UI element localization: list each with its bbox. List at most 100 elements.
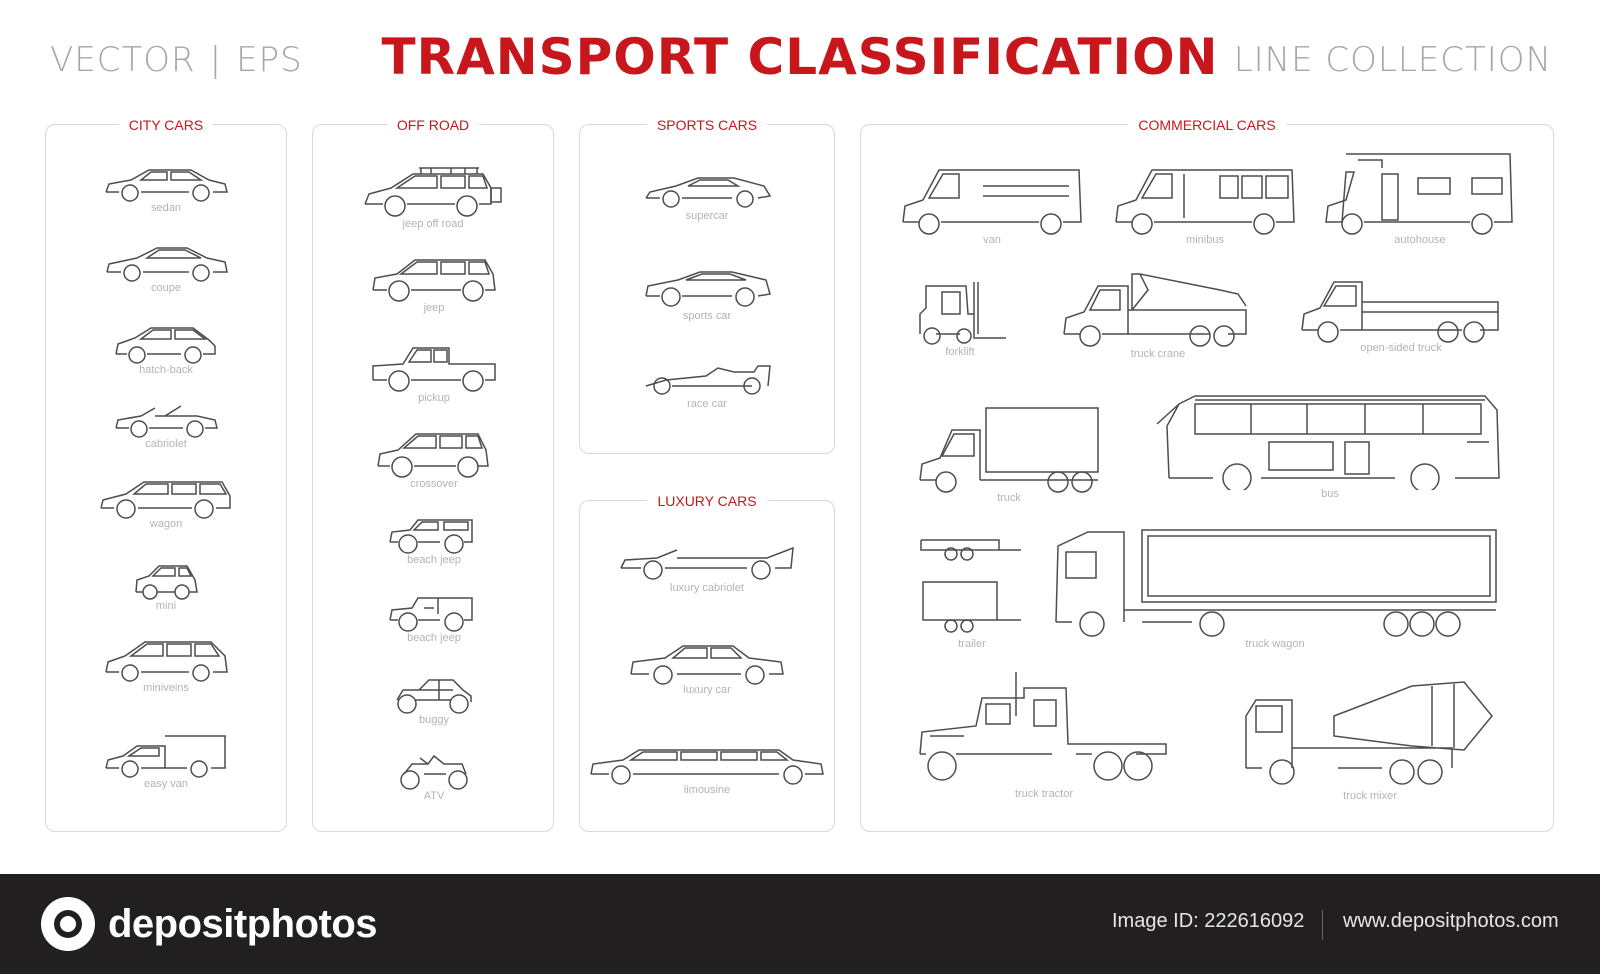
jeep-icon — [372, 259, 496, 302]
trailer-icon — [920, 539, 1021, 633]
header-line-collection: LINE COLLECTION — [1233, 40, 1552, 80]
buggy-icon — [396, 679, 472, 714]
label-easy-van: easy van — [143, 778, 189, 790]
coupe-icon — [106, 247, 228, 282]
vehicle-hatch-back: hatch-back — [106, 322, 226, 376]
panel-sports-cars: SPORTS CARS — [579, 117, 835, 454]
label-supercar: supercar — [685, 210, 729, 222]
panel-off-road: OFF ROAD — [312, 117, 554, 832]
label-truck: truck — [997, 492, 1021, 504]
pickup-icon — [372, 347, 496, 392]
panel-city-cars: CITY CARS — [45, 117, 287, 832]
label-jeep: jeep — [423, 302, 445, 314]
atv-icon — [400, 754, 468, 790]
brand-name: depositphotos — [108, 901, 378, 946]
label-bus: bus — [1321, 488, 1339, 500]
vehicle-buggy: buggy — [384, 676, 484, 726]
truck-icon — [919, 407, 1099, 493]
vehicle-minibus: minibus — [1110, 166, 1300, 246]
minibus-icon — [1115, 169, 1295, 235]
label-luxury-cabriolet: luxury cabriolet — [670, 582, 744, 594]
label-minibus: minibus — [1186, 234, 1224, 246]
wagon-icon — [100, 481, 231, 519]
label-atv: ATV — [423, 790, 445, 802]
vehicle-van: van — [897, 166, 1087, 246]
jeep-off-road-icon — [364, 167, 502, 217]
sedan-icon — [105, 169, 228, 202]
panel-title-sports-cars: SPORTS CARS — [646, 117, 768, 133]
vehicle-forklift: forklift — [910, 278, 1010, 358]
race-car-icon — [645, 365, 771, 395]
vehicle-truck-wagon: truck wagon — [1050, 526, 1500, 650]
vehicle-jeep-off-road: jeep off road — [358, 164, 508, 230]
vehicle-truck: truck — [914, 404, 1104, 504]
image-id-text: Image ID: 222616092 — [1112, 910, 1305, 932]
label-race-car: race car — [687, 398, 727, 410]
beach-jeep-icon — [389, 519, 473, 554]
vehicle-truck-crane: truck crane — [1058, 270, 1258, 360]
label-buggy: buggy — [419, 714, 449, 726]
limousine-icon — [590, 749, 824, 785]
vehicle-jeep: jeep — [364, 256, 504, 314]
footer-divider — [1322, 910, 1323, 940]
open-sided-truck-icon — [1301, 281, 1499, 343]
label-mini: mini — [155, 600, 177, 612]
vehicle-truck-mixer: truck mixer — [1240, 676, 1500, 802]
label-van: van — [983, 234, 1001, 246]
hatch-back-icon — [115, 327, 216, 364]
vehicle-beach-jeep-2: beach jeep — [379, 594, 489, 644]
label-beach-jeep-2: beach jeep — [407, 632, 461, 644]
luxury-car-icon — [630, 645, 784, 685]
camera-icon — [41, 897, 95, 951]
header-vector-eps: VECTOR | EPS — [50, 40, 303, 80]
site-url-link[interactable]: www.depositphotos.com — [1343, 910, 1559, 932]
label-sports-car: sports car — [682, 310, 732, 322]
vehicle-limousine: limousine — [586, 746, 828, 796]
vehicle-truck-tractor: truck tractor — [914, 670, 1174, 800]
easy-van-icon — [105, 735, 226, 778]
vehicle-beach-jeep-1: beach jeep — [379, 516, 489, 566]
label-truck-mixer: truck mixer — [1343, 790, 1397, 802]
label-open-sided-truck: open-sided truck — [1360, 342, 1442, 354]
label-trailer: trailer — [958, 638, 986, 650]
truck-crane-icon — [1063, 273, 1247, 347]
label-wagon: wagon — [149, 518, 183, 530]
vehicle-coupe: coupe — [96, 240, 236, 294]
panel-title-commercial-cars: COMMERCIAL CARS — [1128, 117, 1286, 133]
vehicle-easy-van: easy van — [96, 732, 236, 790]
mini-icon — [135, 565, 198, 600]
panel-commercial-cars: COMMERCIAL CARS — [860, 117, 1554, 832]
label-limousine: limousine — [683, 784, 731, 796]
bus-icon — [1156, 395, 1500, 490]
vehicle-atv: ATV — [389, 752, 479, 802]
header-eps-label: EPS — [236, 40, 303, 80]
panel-title-city-cars: CITY CARS — [118, 117, 214, 133]
label-truck-crane: truck crane — [1130, 348, 1186, 360]
label-sedan: sedan — [151, 202, 181, 214]
minivan-icon — [105, 641, 228, 682]
beach-jeep-open-icon — [389, 597, 473, 632]
header-vector-label: VECTOR — [50, 40, 196, 80]
truck-mixer-icon — [1245, 681, 1493, 785]
supercar-icon — [645, 177, 772, 208]
label-hatch-back: hatch-back — [139, 364, 193, 376]
vehicle-miniveins: miniveins — [96, 638, 236, 694]
label-autohouse: autohouse — [1394, 234, 1446, 246]
label-pickup: pickup — [418, 392, 450, 404]
vehicle-pickup: pickup — [364, 344, 504, 404]
vehicle-trailer: trailer — [914, 534, 1030, 650]
vehicle-sedan: sedan — [96, 162, 236, 214]
vehicle-bus: bus — [1150, 390, 1510, 500]
panel-luxury-cars: LUXURY CARS — [579, 493, 835, 832]
vehicle-sports-car: sports car — [637, 266, 777, 322]
forklift-icon — [919, 282, 1006, 345]
van-icon — [902, 169, 1082, 235]
autohouse-icon — [1325, 153, 1513, 235]
label-forklift: forklift — [945, 346, 975, 358]
label-truck-tractor: truck tractor — [1014, 788, 1074, 800]
header-separator: | — [209, 40, 223, 80]
depositphotos-logo[interactable]: depositphotos — [40, 896, 378, 952]
label-coupe: coupe — [151, 282, 181, 294]
truck-wagon-icon — [1055, 529, 1497, 637]
panel-title-off-road: OFF ROAD — [386, 117, 480, 133]
